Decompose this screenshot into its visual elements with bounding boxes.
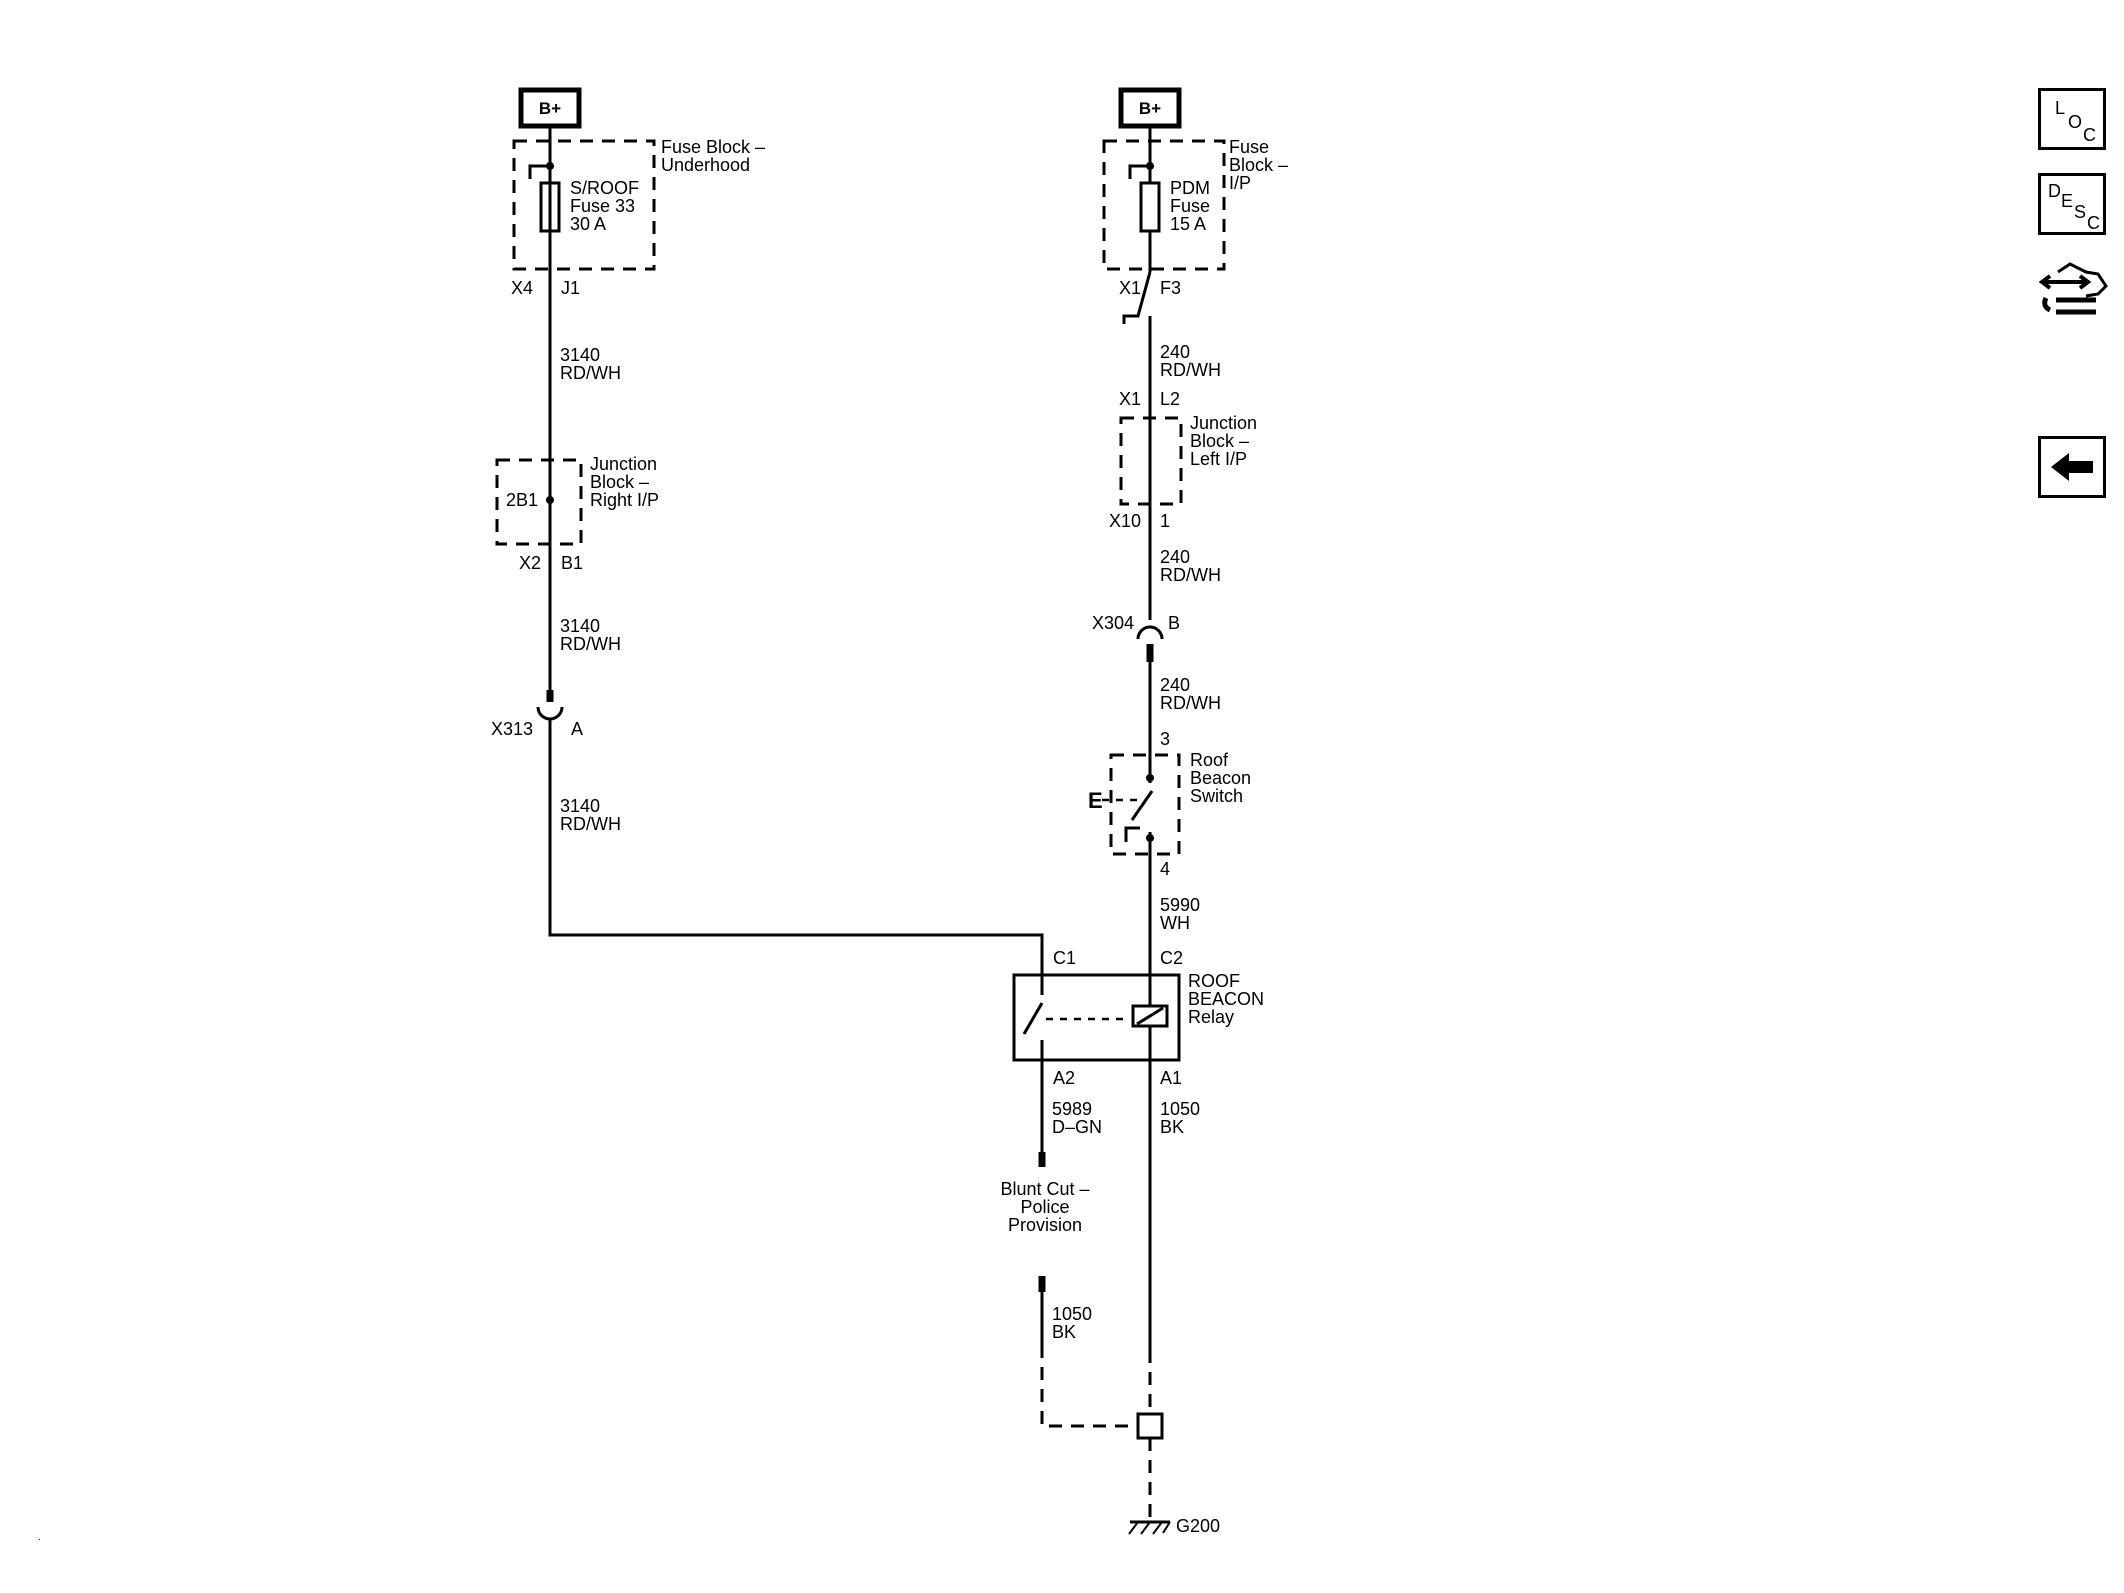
switch-symbol: E: [1088, 788, 1103, 813]
left-inline-connector: X313 A: [491, 690, 583, 739]
right-junction-out-connector: X10: [1109, 511, 1141, 531]
right-inline-pin: B: [1168, 613, 1180, 633]
desc-letter-2: E: [2061, 191, 2074, 211]
relay-pin-c1: C1: [1053, 948, 1076, 968]
right-fuse-connector: X1: [1119, 278, 1141, 298]
connector-view-button[interactable]: [2036, 252, 2112, 332]
ground-splice: [1136, 1412, 1164, 1440]
desc-letter-3: S: [2074, 202, 2087, 222]
left-supply: B+: [518, 87, 582, 129]
right-junction-out-pin: 1: [1160, 511, 1170, 531]
left-feed-wire: [548, 719, 1044, 975]
ground-label: G200: [1176, 1516, 1220, 1536]
corner-mark: .: [38, 1532, 41, 1543]
connector-view-icon: [2038, 262, 2108, 315]
switch-in-pin: 3: [1160, 729, 1170, 749]
right-fuse-pin: F3: [1160, 278, 1181, 298]
left-junction-id: 2B1: [506, 490, 538, 510]
left-bplus-label: B+: [539, 99, 561, 118]
ground-branch-dashed: [1040, 1345, 1138, 1428]
relay-pin-c2: C2: [1160, 948, 1183, 968]
loc-button[interactable]: L O C: [2038, 88, 2106, 150]
left-inline-connector-label: X313: [491, 719, 533, 739]
desc-letter-4: C: [2087, 213, 2100, 233]
relay-pin-a2: A2: [1053, 1068, 1075, 1088]
left-junction-connector: X2: [519, 553, 541, 573]
right-junction-in-connector: X1: [1119, 389, 1141, 409]
ground-symbol: G200: [1128, 1516, 1220, 1536]
right-fuse-jumper: [1122, 271, 1152, 324]
desc-button[interactable]: D E S C: [2038, 173, 2106, 235]
right-bplus-label: B+: [1139, 99, 1161, 118]
right-inline-connector: X304 B: [1092, 613, 1180, 662]
loc-letter-1: L: [2055, 98, 2066, 118]
loc-letter-3: C: [2083, 125, 2096, 145]
left-junction-pin: B1: [561, 553, 583, 573]
left-inline-pin: A: [571, 719, 583, 739]
relay-pin-a1: A1: [1160, 1068, 1182, 1088]
desc-letter-1: D: [2048, 181, 2061, 201]
right-inline-connector-label: X304: [1092, 613, 1134, 633]
right-supply: B+: [1118, 87, 1182, 129]
switch-out-pin: 4: [1160, 859, 1170, 879]
left-fuse-block-label: Fuse Block –Underhood: [661, 137, 765, 175]
left-fuse-pin: J1: [561, 278, 580, 298]
back-arrow-icon: [2051, 453, 2093, 481]
loc-letter-2: O: [2068, 112, 2083, 132]
right-fuse-element: [1139, 181, 1161, 233]
right-junction-in-pin: L2: [1160, 389, 1180, 409]
left-fuse-connector: X4: [511, 278, 533, 298]
back-button[interactable]: [2038, 436, 2106, 498]
